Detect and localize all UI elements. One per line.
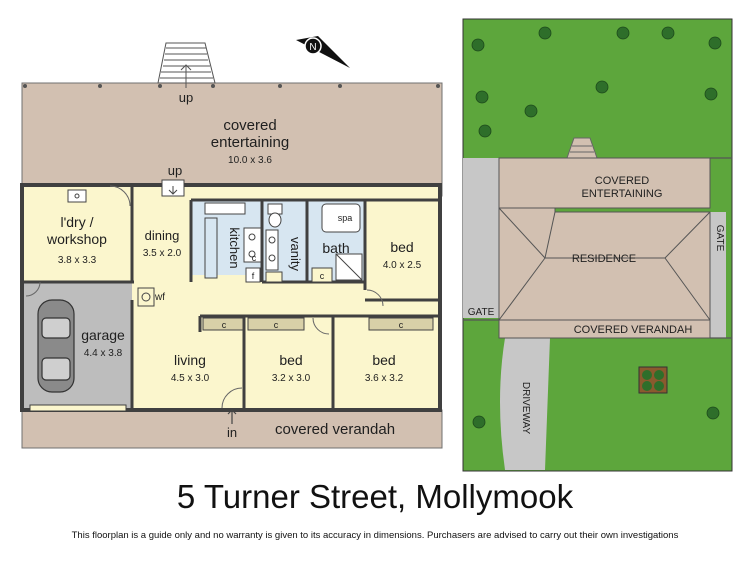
dims-bed1: 4.0 x 2.5 bbox=[383, 260, 422, 271]
label-dining: dining bbox=[145, 228, 180, 243]
label-wf: wf bbox=[154, 292, 165, 303]
side-path-right bbox=[710, 212, 726, 338]
site-label-driveway: DRIVEWAY bbox=[520, 382, 531, 435]
label-spa: spa bbox=[338, 213, 353, 223]
entry-arrow-icon bbox=[227, 409, 237, 424]
cupboards bbox=[202, 317, 434, 331]
dims-bed2: 3.2 x 3.0 bbox=[272, 373, 311, 384]
label-vanity: vanity bbox=[288, 237, 303, 271]
dims-living: 4.5 x 3.0 bbox=[171, 373, 210, 384]
label-cupboard: c bbox=[320, 271, 325, 281]
driveway bbox=[500, 338, 550, 470]
bath-fittings bbox=[265, 203, 363, 283]
vanity-fittings bbox=[265, 203, 283, 271]
page-title: 5 Turner Street, Mollymook bbox=[176, 478, 574, 515]
label-cupboard: c bbox=[222, 320, 227, 330]
label-up-top: up bbox=[179, 90, 193, 105]
site-label-gate-left: GATE bbox=[468, 307, 495, 318]
dims-bed3: 3.6 x 3.2 bbox=[365, 373, 404, 384]
wood-fire-icon bbox=[137, 287, 155, 307]
label-cupboard: c bbox=[252, 253, 257, 263]
label-bed2: bed bbox=[279, 352, 302, 368]
label-cupboard: c bbox=[274, 320, 279, 330]
label-living: living bbox=[174, 352, 206, 368]
label-laundry: l'dry /workshop bbox=[46, 214, 107, 247]
site-label-covered-verandah: COVERED VERANDAH bbox=[574, 324, 693, 336]
label-kitchen: kitchen bbox=[227, 227, 242, 268]
internal-walls bbox=[22, 185, 440, 410]
label-cupboard: c bbox=[399, 320, 404, 330]
label-bed3: bed bbox=[372, 352, 395, 368]
label-fridge: f bbox=[252, 271, 255, 281]
label-garage: garage bbox=[81, 327, 125, 343]
site-label-gate-right: GATE bbox=[714, 225, 725, 252]
site-label-residence: RESIDENCE bbox=[572, 253, 636, 265]
dims-dining: 3.5 x 2.0 bbox=[143, 248, 182, 259]
side-path-left bbox=[463, 158, 499, 318]
label-bath: bath bbox=[322, 240, 349, 256]
label-covered-verandah: covered verandah bbox=[275, 421, 395, 438]
disclaimer-text: This floorplan is a guide only and no wa… bbox=[71, 530, 679, 541]
label-up-mid: up bbox=[168, 163, 182, 178]
deck-posts bbox=[23, 84, 440, 88]
tree-icons bbox=[471, 26, 722, 429]
stairs-top bbox=[157, 42, 216, 88]
north-compass-icon: N bbox=[296, 36, 350, 68]
label-bed1: bed bbox=[390, 239, 413, 255]
kitchen-fittings bbox=[204, 202, 262, 283]
dims-garage: 4.4 x 3.8 bbox=[84, 348, 123, 359]
dims-covered-entertaining: 10.0 x 3.6 bbox=[228, 155, 272, 166]
compass-label: N bbox=[309, 42, 316, 53]
door-swings bbox=[25, 185, 384, 409]
covered-entertaining-deck bbox=[21, 82, 443, 197]
planter-icon bbox=[638, 366, 668, 394]
site-covered-entertaining bbox=[498, 157, 711, 209]
site-covered-verandah bbox=[498, 319, 711, 339]
up-arrow-icon bbox=[161, 179, 185, 197]
label-entry: in bbox=[227, 425, 237, 440]
dims-laundry: 3.8 x 3.3 bbox=[58, 255, 97, 266]
car-icon bbox=[37, 299, 75, 393]
sink-icon bbox=[67, 189, 87, 203]
